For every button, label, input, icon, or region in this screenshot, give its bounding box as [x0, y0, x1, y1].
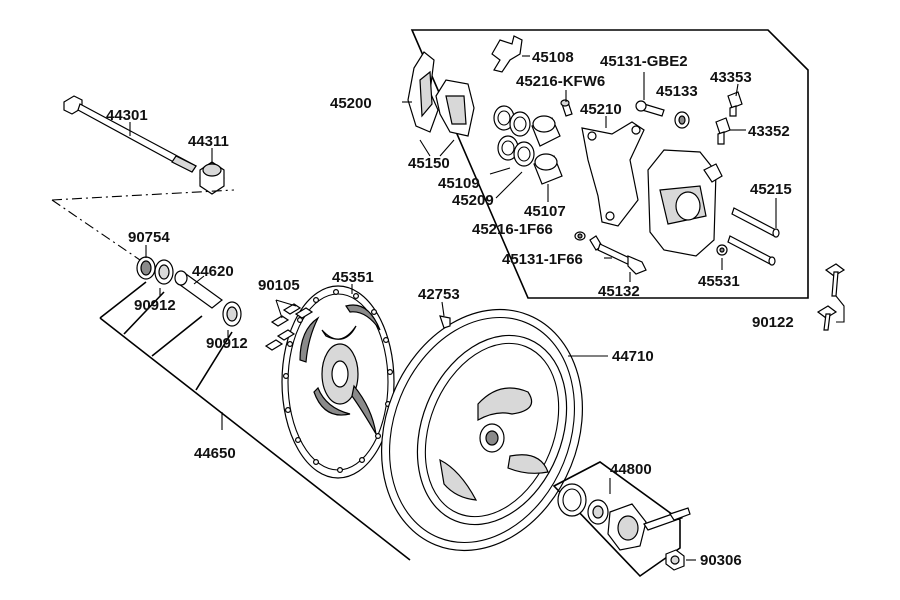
- caliper-bolts-drawing: [727, 207, 780, 266]
- part-label-45215: 45215: [750, 181, 792, 198]
- part-label-45131-GBE2: 45131-GBE2: [600, 53, 688, 70]
- speedo-group-frame: [552, 461, 681, 578]
- part-label-44301: 44301: [106, 107, 148, 124]
- axle-shaft-drawing: [63, 95, 197, 173]
- alignment-line: [51, 199, 141, 261]
- part-label-44620: 44620: [192, 263, 234, 280]
- brake-pads-drawing: [407, 51, 475, 137]
- part-label-44650: 44650: [194, 445, 236, 462]
- part-label-45200: 45200: [330, 95, 372, 112]
- pad-spring-drawing: [491, 35, 523, 73]
- part-label-45107: 45107: [524, 203, 566, 220]
- small-seal-drawing: [716, 244, 728, 256]
- part-label-45351: 45351: [332, 269, 374, 286]
- bleeder-cap-drawing: [727, 91, 743, 117]
- part-label-45216-1F66: 45216-1F66: [472, 221, 553, 238]
- disc-bolts-drawing: [264, 299, 314, 351]
- hub-collar-drawing: [174, 270, 223, 309]
- assembly-bracket: [99, 281, 411, 561]
- part-label-90122: 90122: [752, 314, 794, 331]
- oil-seal-drawing: [136, 256, 156, 280]
- nut-drawing: [665, 549, 685, 571]
- part-label-45531: 45531: [698, 273, 740, 290]
- caliper-body-drawing: [647, 149, 723, 257]
- pin-boot-drawing: [674, 111, 690, 129]
- bearing-right-drawing: [222, 301, 242, 327]
- axle-spacer-drawing: [199, 161, 225, 195]
- pistons-drawing: [531, 115, 563, 185]
- part-label-44311: 44311: [188, 133, 229, 150]
- guide-sleeve-lower-drawing: [574, 231, 586, 241]
- wheel-tire-drawing: [380, 308, 584, 552]
- part-label-45133: 45133: [656, 83, 698, 100]
- part-label-44710: 44710: [612, 348, 654, 365]
- slide-pin-upper-drawing: [635, 100, 665, 117]
- part-label-45108: 45108: [532, 49, 574, 66]
- part-label-45131-1F66: 45131-1F66: [502, 251, 583, 268]
- part-label-90105: 90105: [258, 277, 300, 294]
- slide-pin-lower-drawing: [589, 235, 647, 275]
- part-label-43352: 43352: [748, 123, 790, 140]
- part-label-45150: 45150: [408, 155, 450, 172]
- part-label-43353: 43353: [710, 69, 752, 86]
- part-label-45210: 45210: [580, 101, 622, 118]
- part-label-44800: 44800: [610, 461, 652, 478]
- caliper-mount-bolts-drawing: [816, 263, 846, 331]
- part-label-45209: 45209: [452, 192, 494, 209]
- guide-sleeve-drawing: [560, 99, 573, 117]
- part-label-90306: 90306: [700, 552, 742, 569]
- caliper-group-frame: [410, 29, 809, 299]
- part-label-90754: 90754: [128, 229, 170, 246]
- bearing-left-drawing: [154, 259, 174, 285]
- part-label-42753: 42753: [418, 286, 460, 303]
- part-label-45132: 45132: [598, 283, 640, 300]
- piston-seals-drawing: [493, 105, 535, 167]
- brake-disc-drawing: [281, 285, 395, 479]
- part-label-45109: 45109: [438, 175, 480, 192]
- part-label-90912: 90912: [206, 335, 248, 352]
- bleeder-screw-drawing: [715, 117, 731, 145]
- alignment-line: [51, 189, 235, 201]
- part-label-45216-KFW6: 45216-KFW6: [516, 73, 605, 90]
- tire-valve-drawing: [439, 315, 451, 329]
- caliper-bracket-drawing: [581, 121, 645, 227]
- speedometer-gearbox-drawing: [557, 483, 691, 551]
- part-label-90912: 90912: [134, 297, 176, 314]
